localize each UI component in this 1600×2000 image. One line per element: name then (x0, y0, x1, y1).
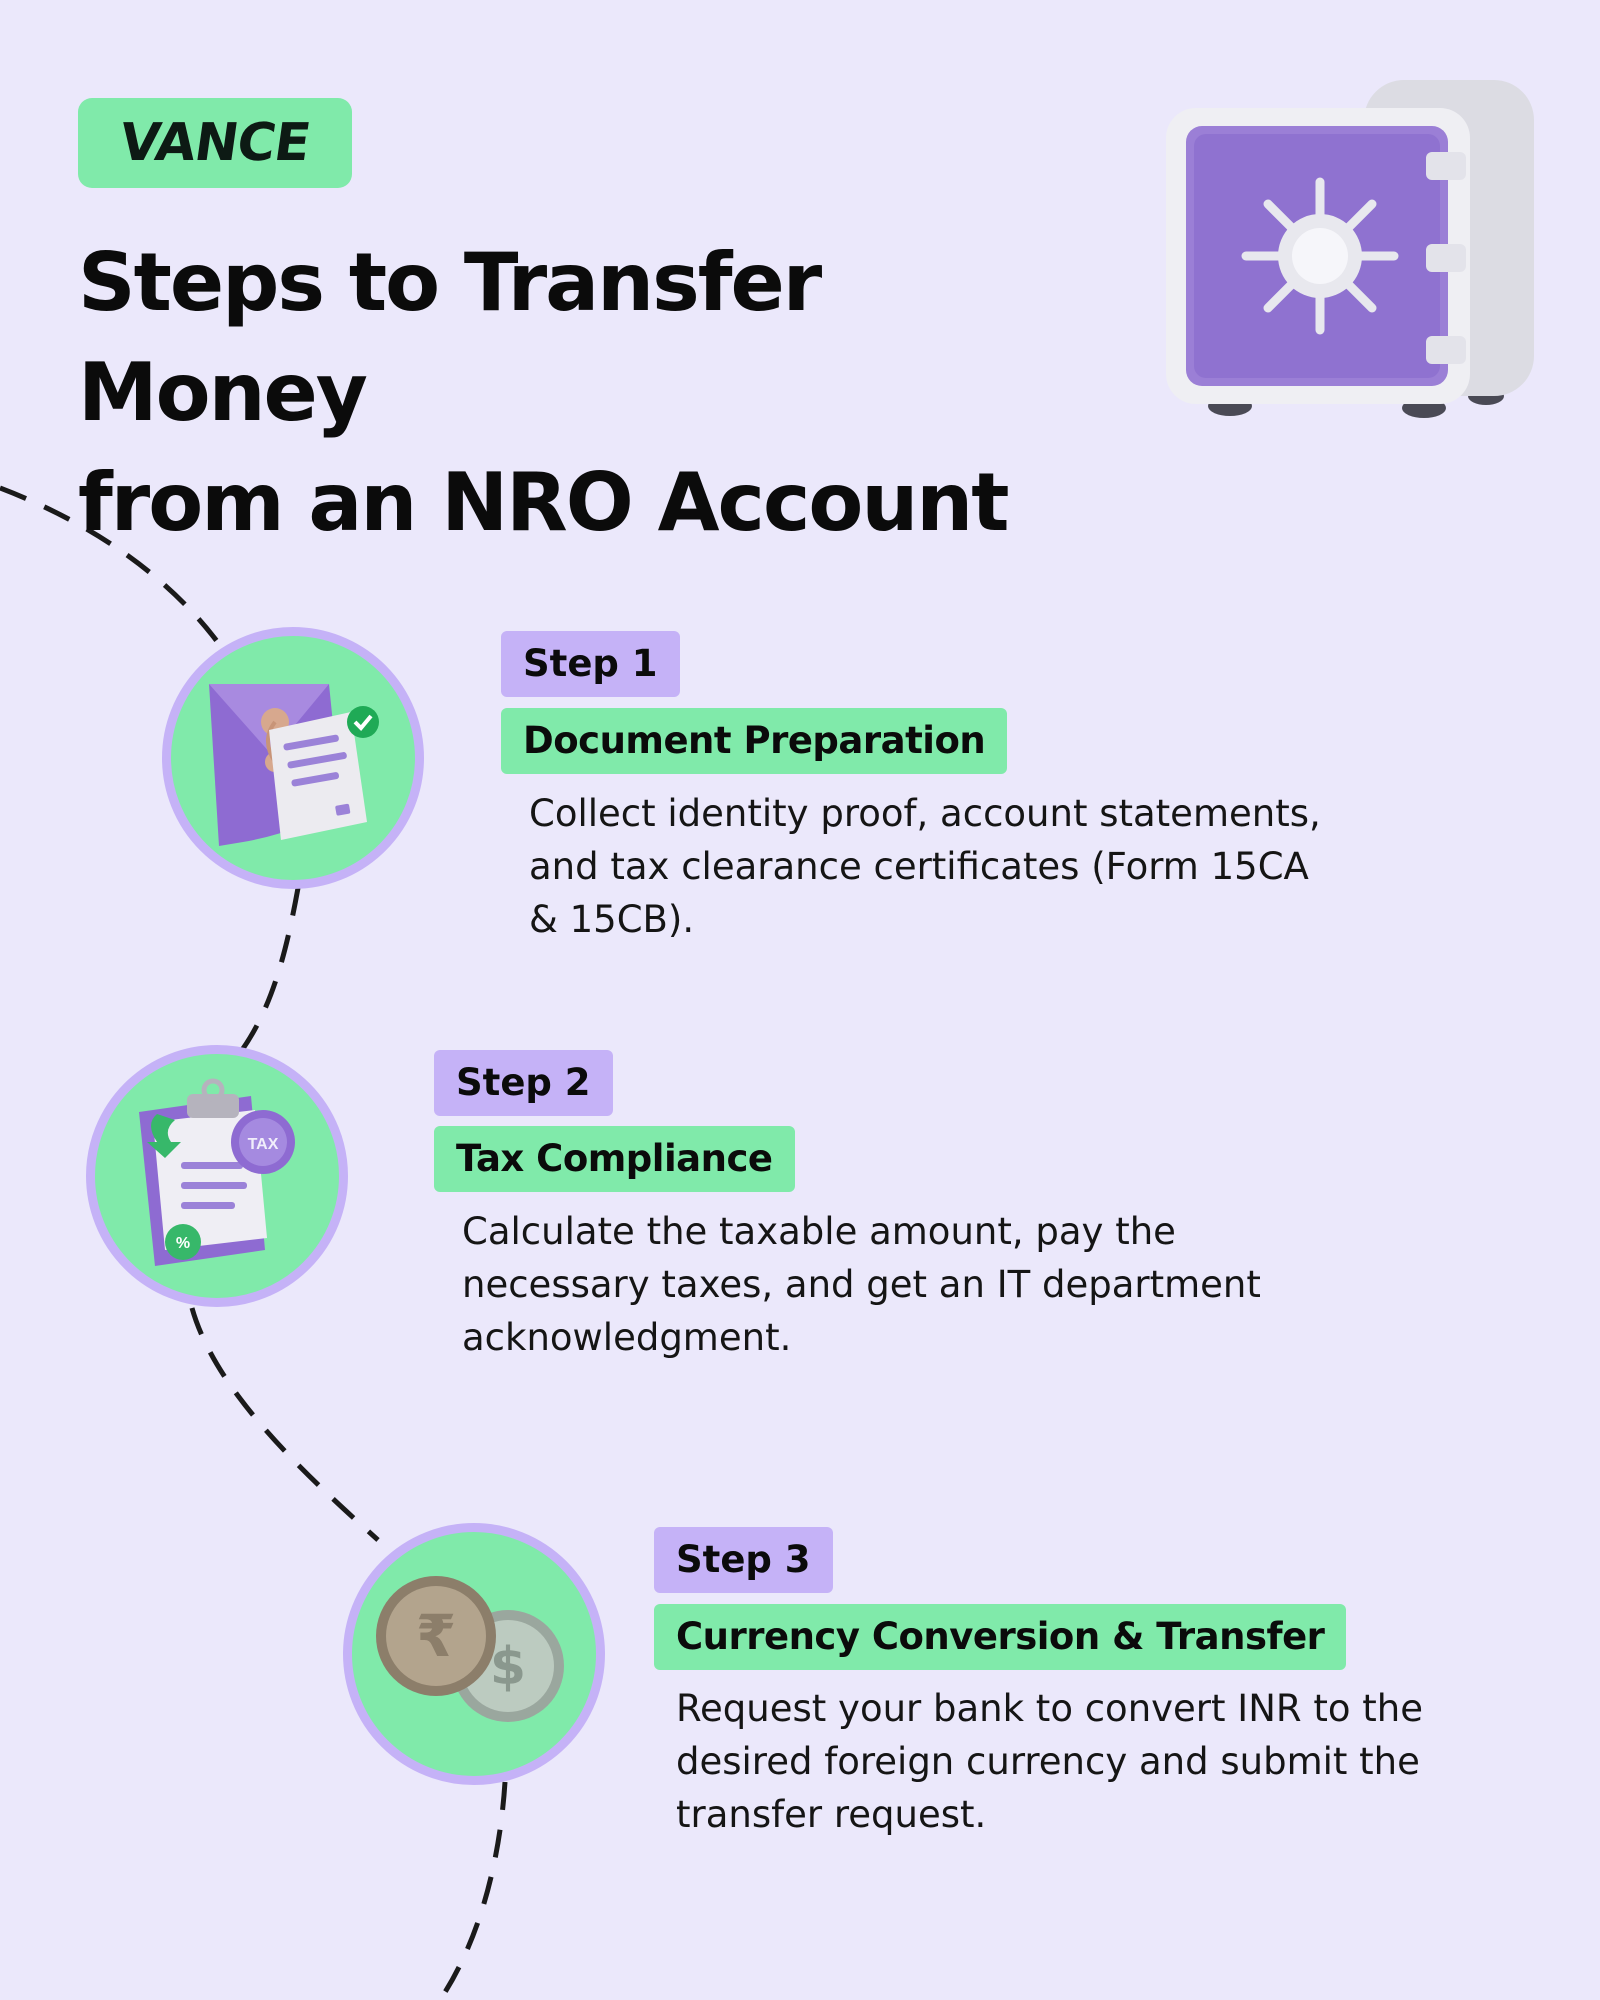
page-title-line2: from an NRO Account (78, 456, 1009, 549)
step2-badge: Step 2 (434, 1050, 613, 1116)
step1-badge: Step 1 (501, 631, 680, 697)
dollar-symbol: $ (490, 1637, 526, 1697)
step1-icon-circle (162, 627, 424, 889)
rupee-symbol: ₹ (416, 1602, 456, 1670)
tax-label: TAX (248, 1136, 279, 1153)
currency-coins-icon: $ ₹ (376, 1576, 564, 1722)
step3-description: Request your bank to convert INR to the … (676, 1687, 1423, 1836)
step2-title: Tax Compliance (434, 1126, 795, 1192)
step3-title: Currency Conversion & Transfer (654, 1604, 1347, 1670)
percent-label: % (176, 1235, 190, 1252)
tax-clipboard-icon: TAX % (139, 1078, 295, 1266)
vance-logo-badge: VANCE (78, 98, 352, 188)
step3-badge: Step 3 (654, 1527, 833, 1593)
step2-icon-circle: TAX % (86, 1045, 348, 1307)
step1-title: Document Preparation (501, 708, 1008, 774)
step1-description: Collect identity proof, account statemen… (529, 792, 1321, 941)
step3-icon-circle: $ ₹ (343, 1523, 605, 1785)
page-title-line1: Steps to Transfer Money (78, 236, 822, 439)
safe-icon (1164, 74, 1540, 424)
step2-description: Calculate the taxable amount, pay the ne… (462, 1210, 1261, 1359)
vance-logo: VANCE (116, 113, 314, 173)
document-envelope-icon (209, 684, 379, 846)
page-title: Steps to Transfer Money from an NRO Acco… (78, 228, 1078, 558)
